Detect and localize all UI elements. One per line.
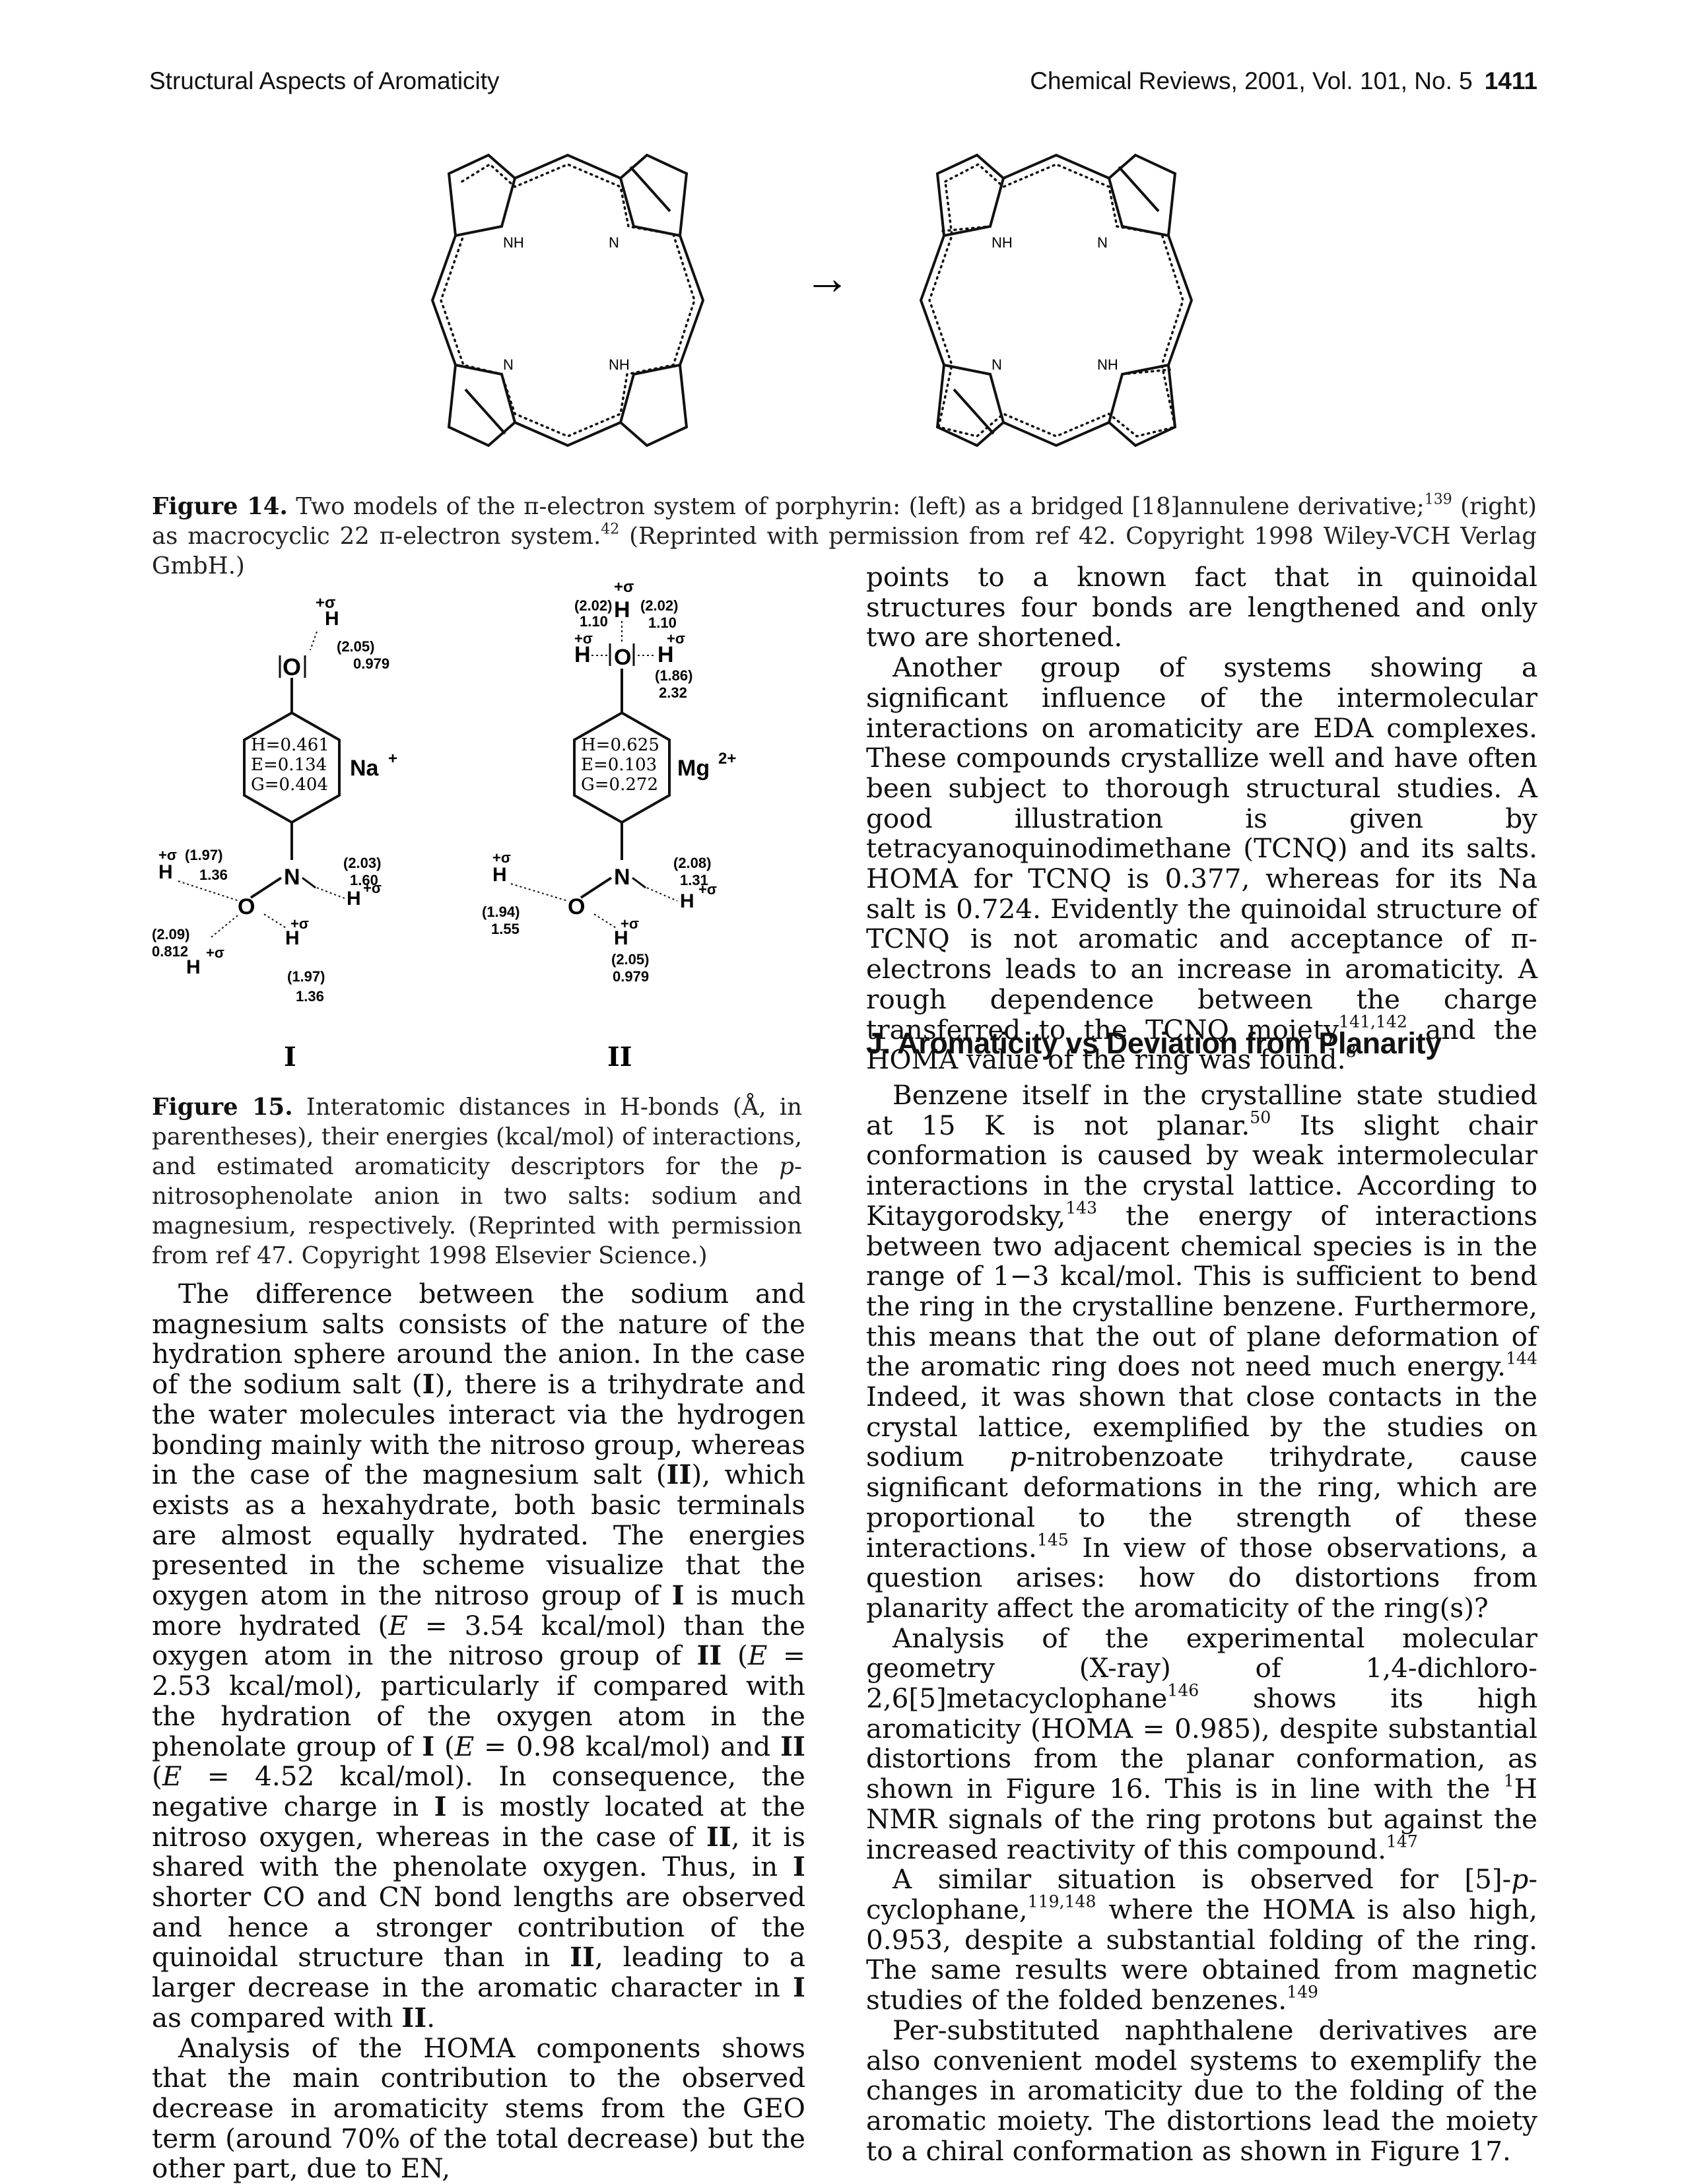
journal-citation: Chemical Reviews, 2001, Vol. 101, No. 5 [1030,67,1473,94]
svg-text:H: H [574,642,591,667]
svg-text:O: O [238,894,255,919]
svg-text:H: H [158,861,173,883]
svg-text:+σ: +σ [621,915,639,932]
paragraph: Per-substituted naphthalene derivatives … [866,2014,1537,2167]
paragraph: The difference between the sodium and ma… [152,1278,805,2034]
svg-text:O: O [614,645,631,670]
figure-15-hbond-schemes: +σ H (2.05) 0.979 O H=0.461 E=0.134 G=0.… [152,578,736,1073]
svg-text:N: N [614,865,630,890]
figure-14-porphyrin-models: NH N N NH → NH N N NH [431,154,1193,447]
caption-label: Figure 15. [152,1094,293,1121]
svg-text:(2.03): (2.03) [343,855,381,871]
svg-text:H: H [186,956,201,978]
svg-text:+: + [388,750,397,768]
paragraph: Benzene itself in the crystalline state … [866,1079,1537,1624]
nh-label: NH [503,234,524,251]
svg-text:+σ: +σ [614,578,634,596]
body-column-right-bottom: Benzene itself in the crystalline state … [866,1080,1537,2166]
running-header-title: Structural Aspects of Aromaticity [149,67,500,94]
scheme-label-I: I [284,1042,296,1073]
svg-text:2+: 2+ [718,750,736,768]
nh-label: NH [992,234,1013,251]
scheme-II: +σ H (2.02) 1.10 (2.02) 1.10 +σ H O +σ H… [482,578,736,1073]
figure-15-caption: Figure 15. Interatomic distances in H-bo… [152,1094,802,1269]
nh-label: NH [1097,356,1118,373]
svg-text:+σ: +σ [698,881,717,898]
scheme-label-II: II [607,1042,632,1073]
svg-text:(1.86): (1.86) [655,667,692,684]
svg-text:(1.97): (1.97) [287,968,325,985]
paragraph: A similar situation is observed for [5]-… [866,1863,1537,2016]
svg-text:2.32: 2.32 [659,684,687,701]
svg-text:H: H [285,927,300,949]
page-number: 1411 [1484,67,1537,94]
body-column-right-top: points to a known fact that in quinoidal… [866,562,1537,1075]
svg-text:+σ: +σ [363,880,382,896]
svg-text:H: H [325,608,339,630]
svg-text:+σ: +σ [316,594,335,612]
reaction-arrow: → [804,252,850,304]
svg-text:O: O [283,653,301,680]
nh-label: NH [609,356,630,373]
running-header-journal: Chemical Reviews, 2001, Vol. 101, No. 5 1… [1030,67,1537,95]
svg-text:(2.05): (2.05) [611,951,649,968]
paragraph: points to a known fact that in quinoidal… [866,561,1537,653]
svg-text:1.31: 1.31 [680,872,708,888]
paragraph: Another group of systems showing a signi… [866,651,1537,1076]
svg-text:H=0.461: H=0.461 [251,735,329,755]
svg-text:H: H [680,890,694,912]
caption-label: Figure 14. [152,493,288,520]
svg-text:E=0.134: E=0.134 [251,755,327,775]
svg-text:(1.94): (1.94) [482,904,520,920]
svg-text:Na: Na [350,756,380,781]
n-label: N [992,356,1002,373]
svg-text:H: H [614,927,628,949]
n-label: N [609,234,619,251]
svg-text:0.979: 0.979 [613,968,649,985]
svg-text:(2.02): (2.02) [574,597,612,614]
svg-text:0.979: 0.979 [353,655,389,672]
svg-text:1.60: 1.60 [350,872,378,888]
svg-text:(1.97): (1.97) [185,847,222,863]
svg-text:Mg: Mg [677,756,710,781]
svg-text:O: O [568,894,585,919]
svg-text:+σ: +σ [290,915,309,932]
svg-text:+σ: +σ [667,630,685,647]
svg-text:1.10: 1.10 [580,613,608,630]
svg-text:+σ: +σ [206,944,224,961]
svg-text:0.812: 0.812 [152,943,188,960]
svg-text:1.10: 1.10 [648,614,677,631]
svg-text:H: H [492,864,507,886]
paragraph: Analysis of the experimental molecular g… [866,1622,1537,1865]
svg-text:+σ: +σ [492,849,511,866]
svg-text:+σ: +σ [158,847,177,863]
svg-text:N: N [284,865,300,890]
n-label: N [503,356,514,373]
svg-text:(2.08): (2.08) [673,855,711,871]
svg-text:+σ: +σ [574,630,593,647]
svg-text:1.55: 1.55 [491,921,520,937]
svg-text:1.36: 1.36 [199,867,228,883]
svg-text:1.36: 1.36 [296,988,324,1005]
svg-text:G=0.404: G=0.404 [251,775,328,795]
svg-text:H: H [614,597,630,622]
svg-text:H: H [657,642,674,667]
svg-text:(2.09): (2.09) [152,926,189,943]
svg-text:G=0.272: G=0.272 [581,775,658,795]
figure-14-caption: Figure 14. Two models of the π-electron … [152,491,1537,579]
svg-text:(2.05): (2.05) [337,638,374,655]
scheme-I: +σ H (2.05) 0.979 O H=0.461 E=0.134 G=0.… [152,594,397,1073]
svg-text:H=0.625: H=0.625 [581,735,659,755]
paragraph: Analysis of the HOMA components shows th… [152,2032,805,2184]
section-heading: J. Aromaticity vs Deviation from Planari… [866,1026,1442,1060]
body-column-left: The difference between the sodium and ma… [152,1278,805,2184]
svg-text:H: H [347,888,361,910]
svg-text:E=0.103: E=0.103 [581,755,657,775]
n-label: N [1097,234,1108,251]
svg-text:(2.02): (2.02) [640,597,678,614]
